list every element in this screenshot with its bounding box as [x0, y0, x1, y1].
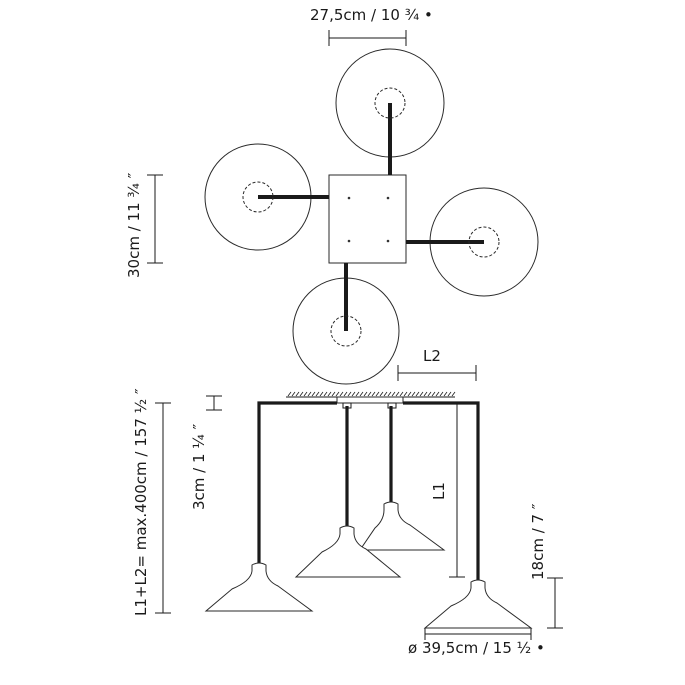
hatch-mark [407, 391, 412, 397]
disc-left-center [242, 181, 274, 213]
hatch-mark [319, 391, 324, 397]
hatch-mark [451, 391, 456, 397]
hatch-mark [307, 391, 312, 397]
hatch-mark [363, 391, 368, 397]
disc-bottom-center [330, 315, 362, 347]
cable-left [257, 401, 337, 565]
hatch-mark [351, 391, 356, 397]
shade-height-label: 18cm / 7 ″ [529, 503, 547, 580]
canopy-side [336, 396, 404, 404]
l2-dimension: L2 [397, 347, 477, 381]
canopy-dot [347, 239, 351, 243]
top-width-dimension: 27,5cm / 10 ¾ • [310, 6, 433, 46]
hatch-mark [415, 391, 420, 397]
hatch-mark [447, 391, 452, 397]
total-length-dimension: L1+L2= max.400cm / 157 ½ ″ [132, 388, 171, 616]
left-height-label: 30cm / 11 ¾ ″ [125, 172, 143, 278]
hatch-mark [331, 391, 336, 397]
hatch-mark [355, 391, 360, 397]
hatch-mark [431, 391, 436, 397]
l2-label: L2 [423, 347, 441, 365]
total-length-label: L1+L2= max.400cm / 157 ½ ″ [132, 388, 150, 616]
hatch-mark [343, 391, 348, 397]
hatch-mark [371, 391, 376, 397]
hatch-mark [359, 391, 364, 397]
disc-right-center [468, 226, 500, 258]
shade-center-front [294, 525, 402, 578]
shade-center-back [359, 501, 446, 551]
canopy-square [328, 174, 407, 264]
hatch-mark [327, 391, 332, 397]
hatch-mark [423, 391, 428, 397]
hatch-mark [387, 391, 392, 397]
hatch-mark [295, 391, 300, 397]
hatch-mark [383, 391, 388, 397]
hatch-mark [443, 391, 448, 397]
hatch-mark [435, 391, 440, 397]
shade-right [423, 579, 533, 629]
side-view: L2 L1+L2= max.400cm / 157 ½ ″ [132, 347, 563, 657]
hatch-mark [427, 391, 432, 397]
l1-dimension: L1 [430, 402, 465, 578]
hatch-mark [323, 391, 328, 397]
hatch-mark [411, 391, 416, 397]
left-height-dimension: 30cm / 11 ¾ ″ [125, 172, 163, 278]
shade-diameter-dimension: ø 39,5cm / 15 ½ • [408, 628, 545, 657]
hatch-mark [303, 391, 308, 397]
top-view: 27,5cm / 10 ¾ • 30cm / 11 ¾ ″ [125, 6, 539, 385]
hatch-mark [403, 391, 408, 397]
hatch-mark [439, 391, 444, 397]
disc-top-center [374, 87, 406, 119]
ceiling-hatch [286, 391, 456, 398]
l1-label: L1 [430, 482, 448, 500]
hatch-mark [299, 391, 304, 397]
canopy-dot [386, 196, 390, 200]
hatch-mark [335, 391, 340, 397]
hatch-mark [379, 391, 384, 397]
hatch-mark [315, 391, 320, 397]
canopy-dot [386, 239, 390, 243]
hatch-mark [287, 391, 292, 397]
canopy-height-label: 3cm / 1 ¼ ″ [190, 423, 208, 510]
top-width-label: 27,5cm / 10 ¾ • [310, 6, 433, 24]
hatch-mark [419, 391, 424, 397]
hatch-mark [367, 391, 372, 397]
hatch-mark [311, 391, 316, 397]
hatch-mark [291, 391, 296, 397]
shade-height-dimension: 18cm / 7 ″ [529, 503, 563, 629]
hatch-mark [399, 391, 404, 397]
hatch-mark [375, 391, 380, 397]
hatch-mark [391, 391, 396, 397]
hatch-mark [339, 391, 344, 397]
hatch-mark [347, 391, 352, 397]
cable-right [403, 401, 480, 582]
shade-diameter-label: ø 39,5cm / 15 ½ • [408, 639, 545, 657]
shade-left [204, 562, 314, 612]
hatch-mark [395, 391, 400, 397]
canopy-dot [347, 196, 351, 200]
canopy-height-dimension: 3cm / 1 ¼ ″ [190, 395, 222, 510]
